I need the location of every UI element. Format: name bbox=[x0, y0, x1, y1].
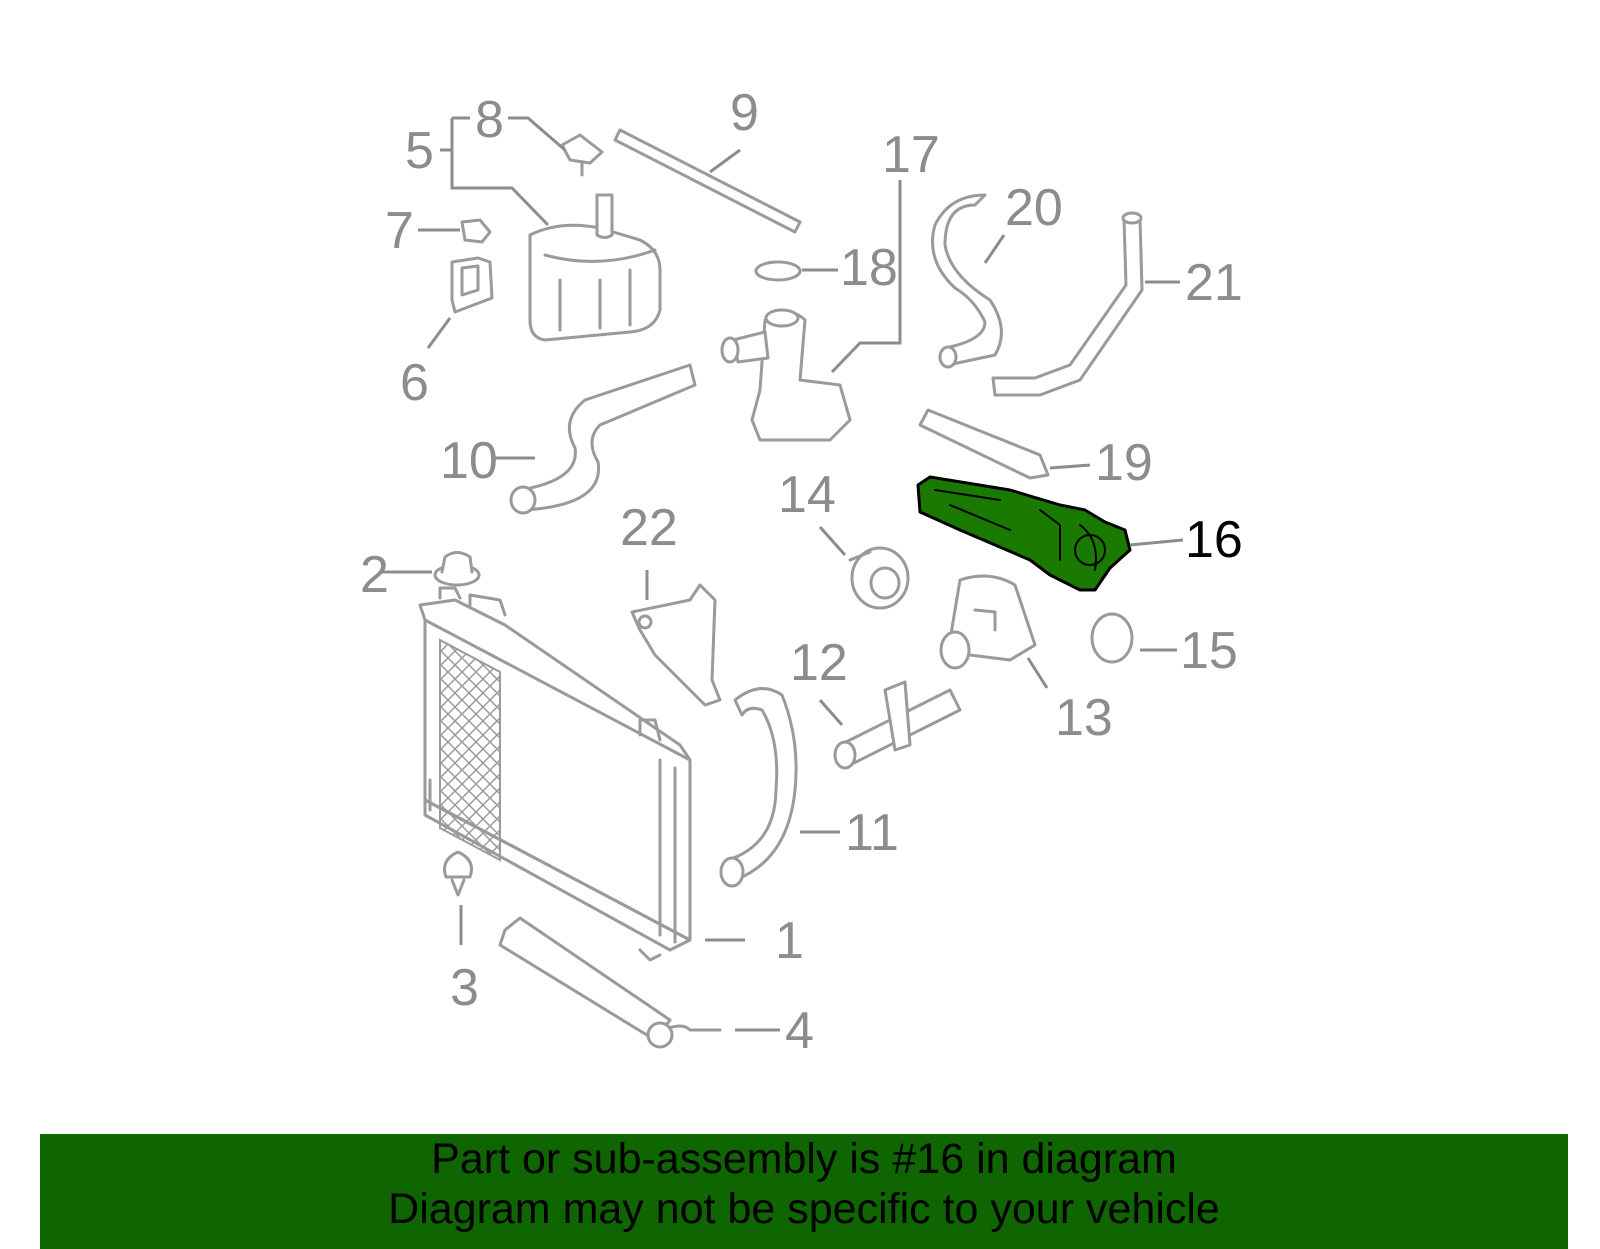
leader-lines bbox=[380, 116, 1184, 1032]
part-17-water-outlet[interactable] bbox=[720, 308, 852, 442]
label-2: 2 bbox=[360, 546, 389, 604]
label-8: 8 bbox=[475, 91, 504, 149]
info-banner: Part or sub-assembly is #16 in diagram D… bbox=[40, 1134, 1568, 1249]
label-19: 19 bbox=[1095, 434, 1153, 492]
part-10-upper-hose[interactable] bbox=[509, 363, 697, 515]
part-4-drain-hose[interactable] bbox=[498, 916, 722, 1049]
part-7-bolt[interactable] bbox=[460, 218, 492, 244]
label-18: 18 bbox=[840, 239, 898, 297]
label-14: 14 bbox=[778, 466, 836, 524]
label-12: 12 bbox=[790, 634, 848, 692]
part-11-lower-hose[interactable] bbox=[719, 687, 798, 888]
label-1: 1 bbox=[775, 912, 804, 970]
part-labels: 5 8 9 7 6 17 18 20 21 19 16 10 14 22 2 1… bbox=[360, 84, 1243, 1060]
label-21: 21 bbox=[1185, 254, 1243, 312]
label-4: 4 bbox=[785, 1002, 814, 1060]
label-11: 11 bbox=[845, 804, 899, 862]
label-20: 20 bbox=[1005, 179, 1063, 237]
part-6-bracket[interactable] bbox=[450, 256, 494, 314]
label-5: 5 bbox=[405, 122, 434, 180]
label-9: 9 bbox=[730, 84, 759, 142]
label-7: 7 bbox=[385, 202, 414, 260]
banner-line-2: Diagram may not be specific to your vehi… bbox=[388, 1185, 1220, 1233]
label-17: 17 bbox=[882, 126, 940, 184]
part-16-body bbox=[916, 475, 1132, 592]
part-12-pipe[interactable] bbox=[833, 680, 962, 770]
label-3: 3 bbox=[450, 959, 479, 1017]
label-13: 13 bbox=[1055, 689, 1113, 747]
part-1-radiator[interactable] bbox=[418, 586, 692, 962]
label-10: 10 bbox=[440, 432, 498, 490]
part-3-clip[interactable] bbox=[443, 850, 473, 897]
part-2-cap[interactable] bbox=[433, 551, 481, 587]
part-18-cap[interactable] bbox=[754, 260, 802, 282]
part-5-reservoir[interactable] bbox=[528, 193, 662, 342]
part-8-reservoir-cap[interactable] bbox=[560, 133, 604, 177]
part-16-highlighted[interactable] bbox=[916, 475, 1132, 592]
label-15: 15 bbox=[1180, 622, 1238, 680]
label-16: 16 bbox=[1185, 511, 1243, 569]
label-22: 22 bbox=[620, 499, 678, 557]
banner-line-1: Part or sub-assembly is #16 in diagram bbox=[431, 1135, 1177, 1183]
part-14-thermostat[interactable] bbox=[848, 546, 910, 610]
part-22-bracket[interactable] bbox=[630, 583, 722, 707]
part-21-hose[interactable] bbox=[991, 211, 1144, 397]
part-9-rod[interactable] bbox=[613, 128, 802, 234]
part-20-hose[interactable] bbox=[931, 193, 1003, 369]
part-15-gasket[interactable] bbox=[1090, 612, 1134, 664]
part-19-hose[interactable] bbox=[918, 408, 1050, 480]
label-6: 6 bbox=[400, 354, 429, 412]
part-13-thermostat-housing[interactable] bbox=[939, 574, 1037, 670]
